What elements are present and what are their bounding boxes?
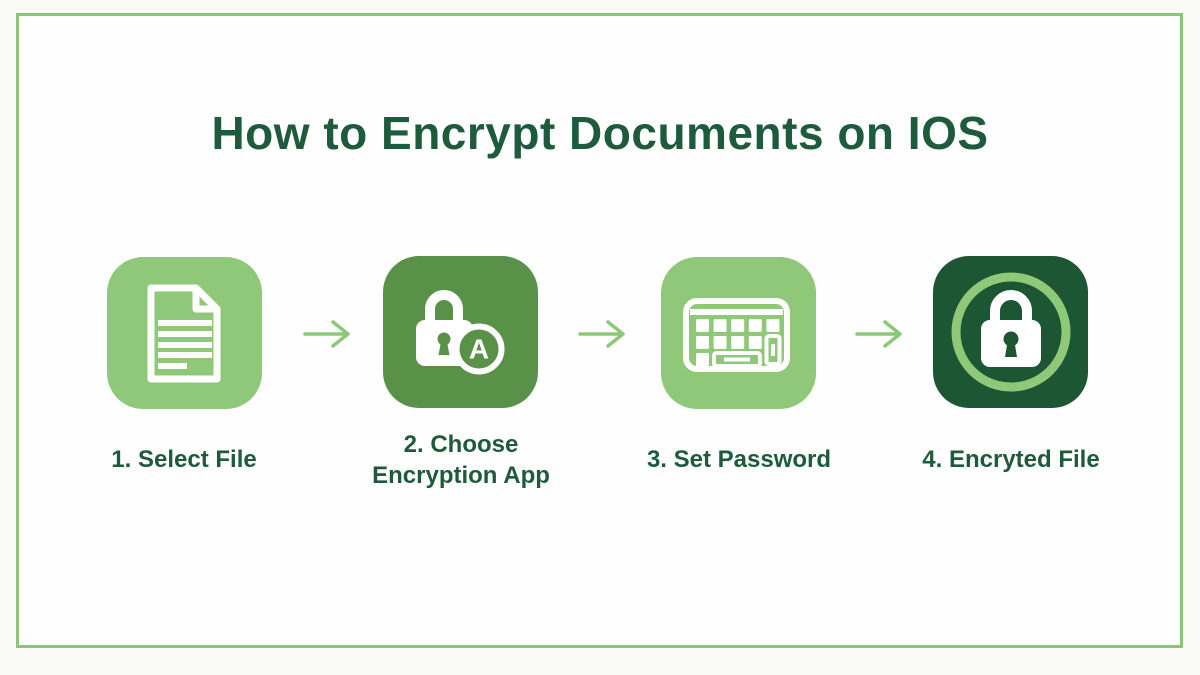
encrypted-lock-icon [951, 272, 1071, 392]
arrow-right-icon [578, 320, 625, 348]
step-label: 4. Encryted File [922, 446, 1100, 473]
document-icon [147, 284, 221, 383]
svg-text:A: A [469, 334, 489, 365]
step-label: 2. Choose Encryption App [372, 431, 550, 489]
step-label: 3. Set Password [646, 446, 832, 473]
step-card-encryption-app: A [383, 256, 538, 408]
arrow-right-icon [303, 320, 350, 348]
arrow-right-icon [855, 320, 902, 348]
step-card-encrypted-file [933, 256, 1088, 408]
keyboard-icon [683, 298, 790, 372]
lock-app-icon: A [416, 290, 505, 375]
step-label: 1. Select File [111, 446, 257, 473]
step-card-select-file [107, 257, 262, 409]
page-title: How to Encrypt Documents on IOS [211, 107, 989, 159]
step-card-set-password [661, 257, 816, 409]
